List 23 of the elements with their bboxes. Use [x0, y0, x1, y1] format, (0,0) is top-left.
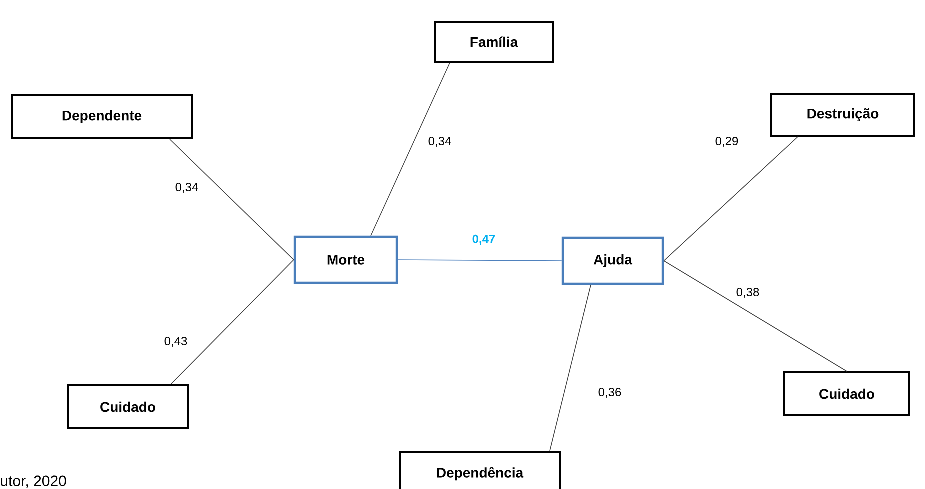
edge-label: 0,34	[176, 183, 198, 193]
concept-box: Família	[434, 21, 554, 63]
source-note: utor, 2020	[1, 476, 66, 488]
connector-line	[370, 62, 450, 236]
concept-box: Dependência	[399, 451, 561, 489]
concept-box: Destruição	[770, 93, 916, 137]
edge-label: 0,36	[598, 388, 622, 398]
concept-box: Dependente	[11, 94, 193, 140]
connector-line	[170, 139, 294, 260]
connector-line	[664, 260, 848, 372]
concept-box: Morte	[294, 236, 398, 284]
connector-line	[170, 260, 294, 385]
edge-label: 0,43	[164, 337, 188, 347]
concept-box: Cuidado	[67, 384, 189, 430]
edge-label: 0,38	[736, 288, 760, 298]
connector-line	[398, 260, 562, 262]
concept-box: Ajuda	[562, 236, 664, 286]
connector-line	[664, 136, 798, 262]
concept-box: Cuidado	[784, 372, 910, 416]
edge-label: 0,34	[428, 137, 452, 147]
connector-line	[550, 284, 592, 452]
edge-label: 0,29	[716, 137, 738, 147]
edge-label: 0,47	[472, 234, 496, 246]
